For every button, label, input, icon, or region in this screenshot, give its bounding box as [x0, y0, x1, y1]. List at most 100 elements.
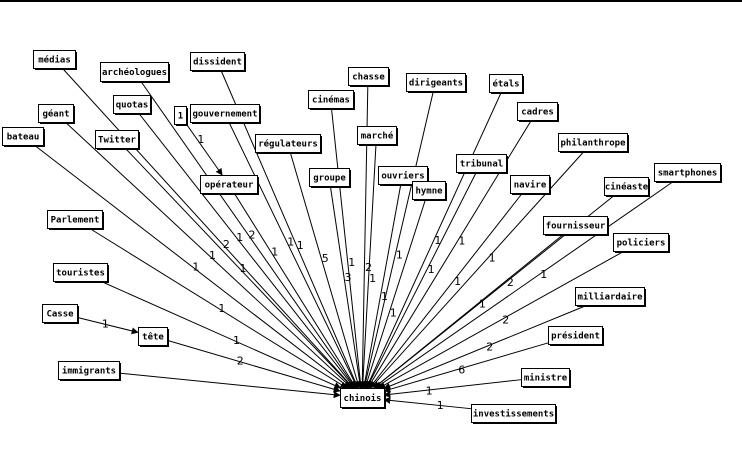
node-box-casse: [42, 304, 78, 323]
node-box-fournisseur: [543, 216, 608, 235]
node-shadow-geant: [40, 106, 75, 124]
node-box-gouvernement: [190, 104, 260, 123]
node-shadow-etals: [491, 76, 524, 94]
node-box-philanthrope: [558, 133, 628, 152]
node-parlement: Parlement: [47, 210, 104, 230]
edge-weight-tribunal-to-chinois: 1: [428, 263, 435, 276]
edge-weight-gouvernement-to-chinois: 1: [287, 236, 294, 249]
edge-weight-twitter-to-chinois: 1: [240, 262, 247, 275]
node-label-un: 1: [178, 112, 183, 122]
node-shadow-cineaste: [606, 179, 650, 197]
node-label-navire: navire: [514, 180, 547, 191]
edge-weight-investissements-to-chinois: 1: [437, 399, 444, 412]
edge-tribunal-to-chinois: [366, 171, 477, 389]
node-shadow-tete: [140, 329, 169, 347]
node-dissident: dissident: [190, 52, 246, 72]
node-label-cadres: cadres: [521, 108, 554, 118]
edge-quotas-to-chinois: [138, 112, 355, 389]
edge-weight-cadres-to-chinois: 1: [458, 235, 465, 248]
node-label-quotas: quotas: [116, 101, 149, 111]
node-label-dissident: dissident: [193, 57, 242, 68]
edge-weight-operateur-to-chinois: 1: [271, 246, 278, 259]
node-navire: navire: [510, 175, 551, 195]
node-bateau: bateau: [2, 127, 45, 147]
node-shadow-investissements: [473, 406, 557, 424]
node-box-smartphones: [654, 163, 721, 182]
node-label-gouvernement: gouvernement: [192, 110, 257, 120]
edge-twitter-to-chinois: [124, 147, 354, 389]
edge-operateur-to-chinois: [233, 192, 357, 389]
node-shadow-policiers: [615, 235, 670, 253]
edge-president-to-chinois: [383, 342, 549, 393]
edge-dirigeants-to-chinois: [362, 90, 434, 389]
node-label-hymne: hymne: [415, 187, 443, 197]
node-box-dissident: [190, 52, 245, 71]
node-shadow-chasse: [350, 69, 390, 87]
node-box-bateau: [2, 127, 44, 146]
edge-hymne-to-chinois: [363, 198, 427, 389]
node-operateur: opérateur: [200, 175, 259, 195]
edge-weight-parlement-to-chinois: 1: [218, 302, 225, 315]
node-regulateurs: régulateurs: [255, 134, 322, 154]
edge-weight-bateau-to-chinois: 1: [192, 261, 199, 274]
node-hymne: hymne: [412, 181, 447, 201]
node-label-president: président: [551, 331, 600, 342]
edge-weight-tete-to-chinois: 2: [237, 355, 244, 368]
edge-parlement-to-chinois: [88, 227, 348, 389]
node-label-philanthrope: philanthrope: [560, 138, 626, 149]
node-investissements: investissements: [471, 404, 557, 424]
edge-weight-president-to-chinois: 6: [458, 363, 465, 376]
edge-fournisseur-to-chinois: [373, 233, 565, 389]
node-un: 1: [174, 106, 188, 126]
node-box-touristes: [53, 263, 108, 282]
node-shadow-navire: [512, 177, 551, 195]
edge-cinemas-to-chinois: [330, 107, 364, 389]
node-shadow-operateur: [202, 177, 259, 195]
edge-weight-smartphones-to-chinois: 1: [540, 268, 547, 281]
node-box-operateur: [200, 175, 258, 194]
nodes-layer: chinoismédiasarchéologuesdissidentchasse…: [2, 50, 722, 424]
node-label-ouvriers: ouvriers: [381, 171, 424, 182]
node-label-smartphones: smartphones: [658, 169, 718, 179]
edge-weight-fournisseur-to-chinois: 1: [479, 297, 486, 310]
node-box-groupe: [309, 168, 350, 187]
node-label-policiers: policiers: [617, 238, 666, 249]
edge-groupe-to-chinois: [329, 185, 364, 389]
node-shadow-casse: [44, 306, 79, 324]
node-label-chasse: chasse: [352, 73, 385, 83]
edge-weight-navire-to-chinois: 1: [454, 275, 461, 288]
edge-milliardaire-to-chinois: [383, 304, 588, 390]
node-shadow-touristes: [55, 265, 109, 283]
edge-weight-milliardaire-to-chinois: 2: [486, 341, 493, 354]
node-box-investissements: [471, 404, 556, 423]
node-box-cinemas: [308, 90, 354, 109]
node-box-un: [174, 106, 187, 125]
node-president: président: [548, 326, 604, 346]
edge-weight-dirigeants-to-chinois: 1: [396, 248, 403, 261]
edge-weight-hymne-to-chinois: 1: [390, 306, 397, 319]
edge-weight-ministre-to-chinois: 1: [426, 384, 433, 397]
node-chasse: chasse: [348, 67, 390, 87]
node-box-tete: [138, 327, 168, 346]
node-shadow-dirigeants: [408, 75, 467, 93]
node-shadow-tribunal: [458, 156, 508, 174]
node-box-immigrants: [58, 361, 120, 380]
node-shadow-hymne: [414, 183, 447, 201]
edge-marche-to-chinois: [359, 143, 377, 389]
node-archeologues: archéologues: [100, 62, 170, 83]
node-shadow-ministre: [523, 370, 571, 388]
node-box-president: [548, 326, 603, 345]
node-shadow-twitter: [97, 132, 140, 150]
node-box-medias: [33, 50, 76, 69]
node-chinois: chinois: [340, 388, 386, 409]
edge-casse-to-tete: [76, 316, 139, 335]
node-label-tribunal: tribunal: [460, 159, 503, 170]
node-label-operateur: opérateur: [205, 180, 254, 191]
node-box-etals: [489, 74, 523, 93]
node-label-marche: marché: [361, 131, 394, 142]
edge-weight-regulateurs-to-chinois: 5: [322, 252, 329, 265]
node-box-chasse: [348, 67, 389, 86]
node-box-cadres: [517, 102, 558, 121]
node-tribunal: tribunal: [456, 154, 508, 174]
